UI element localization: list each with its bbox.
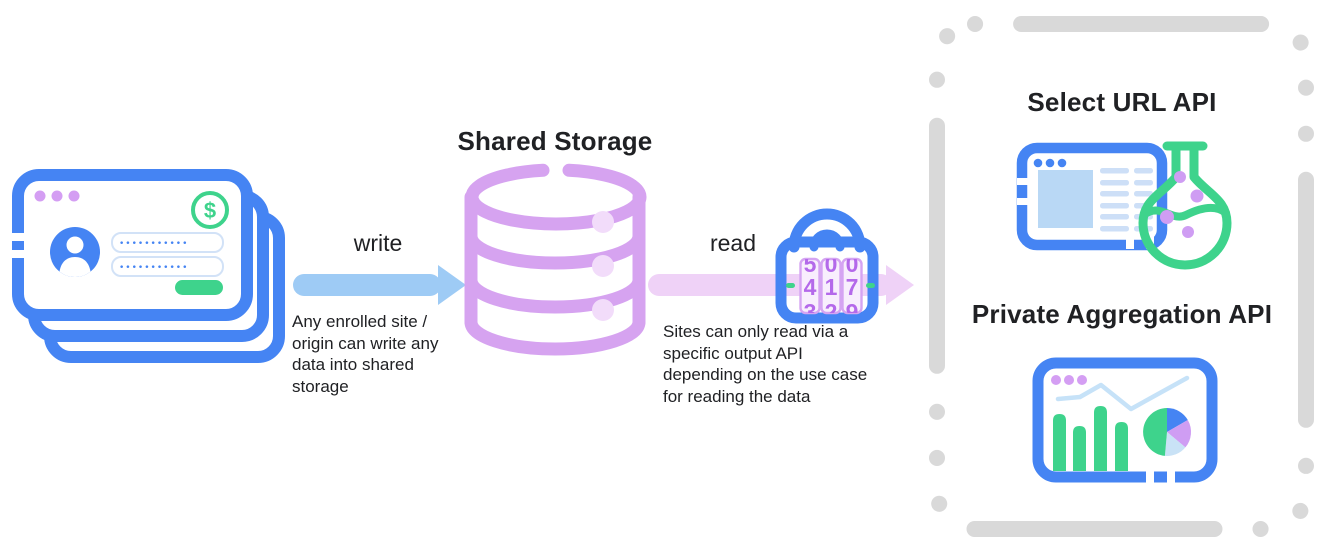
select-url-api-title: Select URL API bbox=[1027, 87, 1217, 117]
password-field: ••••••••••• bbox=[111, 232, 224, 253]
database-icon bbox=[464, 163, 647, 356]
avatar-icon bbox=[50, 227, 100, 277]
dollar-icon: $ bbox=[191, 191, 229, 229]
bar-chart bbox=[1053, 406, 1128, 471]
svg-text:0: 0 bbox=[825, 251, 838, 277]
line-chart bbox=[1055, 375, 1190, 412]
dashed-boundary-box bbox=[929, 16, 1314, 537]
write-arrow bbox=[293, 265, 466, 305]
pie-chart bbox=[1143, 408, 1192, 456]
svg-text:3: 3 bbox=[804, 299, 817, 325]
read-label: read bbox=[709, 230, 757, 256]
browser-content-block bbox=[1038, 170, 1093, 228]
password-field: ••••••••••• bbox=[111, 256, 224, 277]
svg-text:$: $ bbox=[204, 198, 216, 223]
svg-text:9: 9 bbox=[846, 299, 859, 325]
flask-icon bbox=[1138, 141, 1232, 270]
svg-text:7: 7 bbox=[846, 274, 859, 300]
combination-lock-icon: 5 4 3 0 1 2 0 7 9 bbox=[775, 208, 879, 325]
browser-flask-icon bbox=[1016, 141, 1232, 270]
svg-text:0: 0 bbox=[846, 251, 859, 277]
read-description: Sites can only read via a specific outpu… bbox=[663, 322, 868, 406]
svg-text:•••••••••••: ••••••••••• bbox=[119, 239, 188, 249]
svg-text:1: 1 bbox=[825, 274, 838, 300]
svg-text:4: 4 bbox=[804, 274, 817, 300]
write-description: Any enrolled site / origin can write any… bbox=[292, 312, 439, 396]
window-dots bbox=[34, 190, 80, 202]
shared-storage-title: Shared Storage bbox=[457, 126, 653, 156]
svg-text:5: 5 bbox=[804, 251, 817, 277]
svg-text:•••••••••••: ••••••••••• bbox=[119, 263, 188, 273]
lock-dial-digits: 5 4 3 0 1 2 0 7 9 bbox=[804, 251, 859, 325]
stacked-browser-windows-icon: $ ••••••••••• ••••••••••• bbox=[10, 169, 285, 363]
svg-text:2: 2 bbox=[825, 299, 838, 325]
browser-dashboard-icon bbox=[1032, 357, 1218, 484]
submit-button bbox=[175, 280, 223, 295]
private-aggregation-api-title: Private Aggregation API bbox=[971, 299, 1273, 329]
write-label: write bbox=[353, 230, 403, 256]
